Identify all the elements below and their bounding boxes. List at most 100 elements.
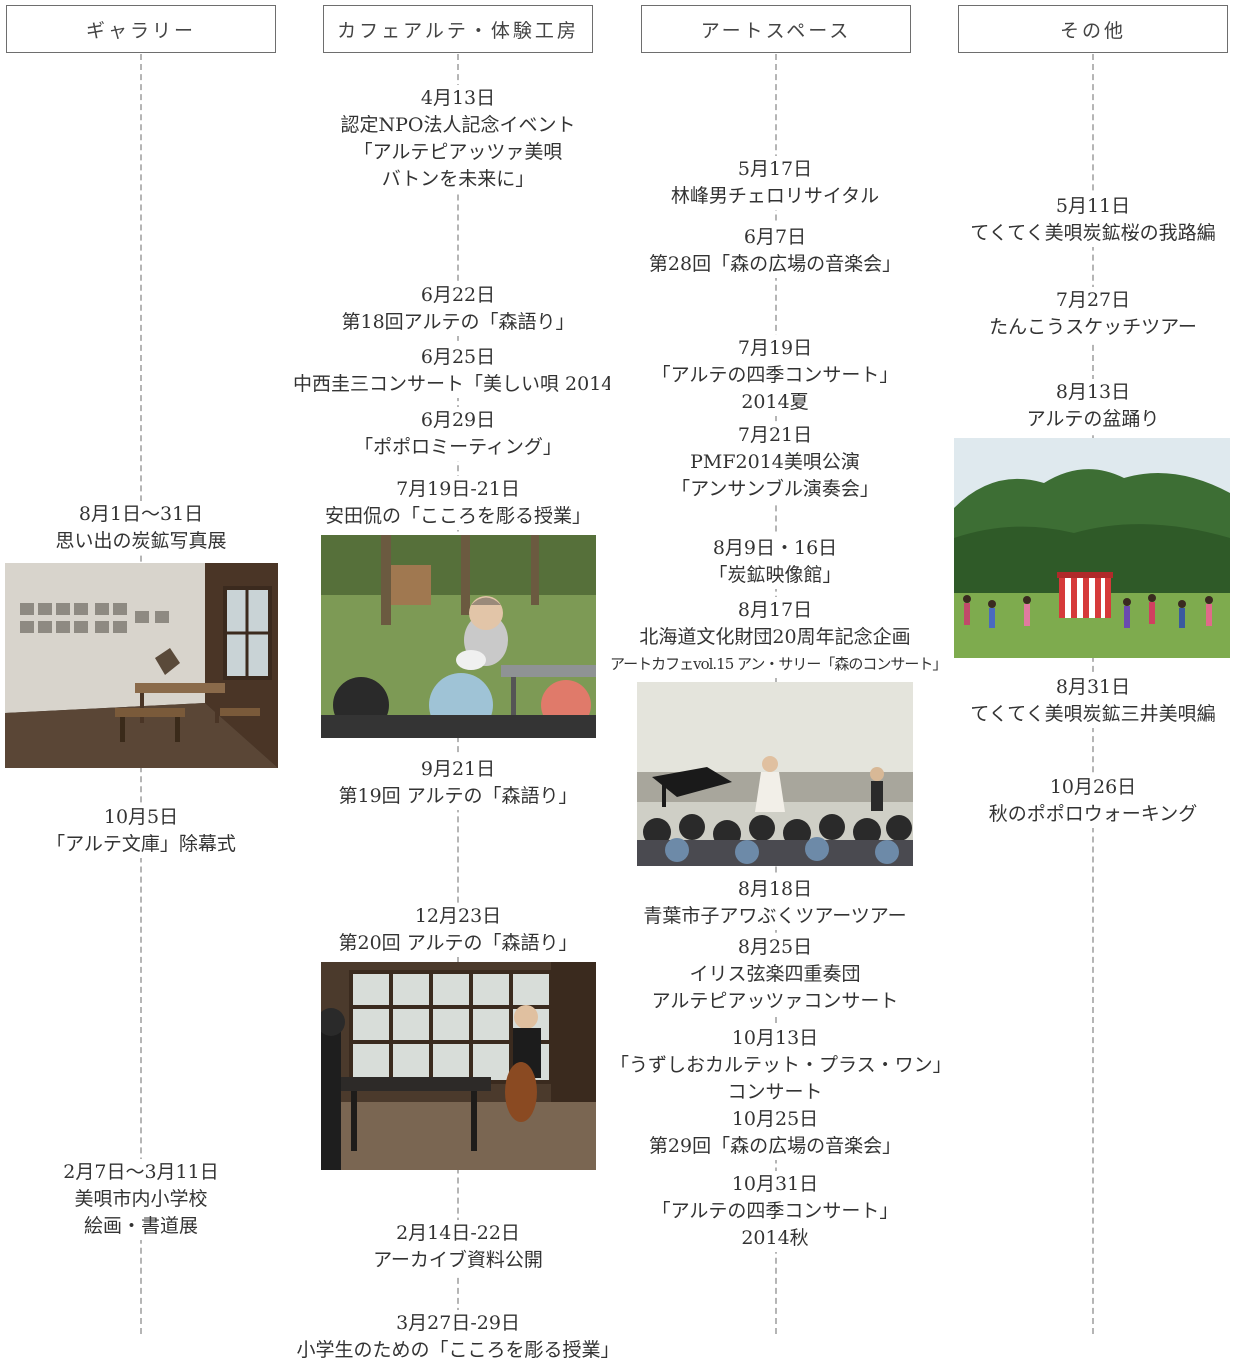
- event-title: 中西圭三コンサート「美しい唄 2014」: [293, 371, 632, 398]
- event-date: 8月31日: [928, 674, 1247, 701]
- event-date: 10月26日: [928, 774, 1247, 801]
- event-date: 8月18日: [610, 876, 940, 903]
- event-title: 「アルテピアッツァ美唄: [293, 139, 623, 166]
- event-title: 第29回「森の広場の音楽会」: [610, 1133, 940, 1160]
- cello-performance-photo: [321, 962, 596, 1170]
- artspace-event-mine-cinema: 8月9日・16日 「炭鉱映像館」: [610, 535, 940, 589]
- event-date: 7月27日: [928, 287, 1247, 314]
- event-title: 安田侃の「こころを彫る授業」: [293, 503, 623, 530]
- cafe-event-archive: 2月14日-22日 アーカイブ資料公開: [293, 1220, 623, 1274]
- event-date: 12月23日: [293, 903, 623, 930]
- event-title: 認定NPO法人記念イベント: [293, 112, 623, 139]
- event-date: 6月25日: [293, 344, 623, 371]
- cafe-event-sculpture-class: 7月19日-21日 安田侃の「こころを彫る授業」: [293, 476, 623, 530]
- header-artspace: アートスペース: [641, 5, 911, 53]
- event-date: 3月27日-29日: [293, 1310, 623, 1337]
- event-date: 6月22日: [293, 282, 623, 309]
- event-date: 7月21日: [610, 422, 940, 449]
- event-title: 「アンサンブル演奏会」: [610, 476, 940, 503]
- cafe-event-popolo: 6月29日 「ポポロミーティング」: [293, 407, 623, 461]
- event-title: 第20回 アルテの「森語り」: [293, 930, 623, 957]
- event-date: 10月25日: [610, 1106, 940, 1133]
- event-title: コンサート: [610, 1079, 940, 1106]
- event-date: 6月29日: [293, 407, 623, 434]
- artspace-event-seasons-autumn: 10月31日 「アルテの四季コンサート」 2014秋: [610, 1171, 940, 1252]
- gallery-room-photo: [5, 563, 278, 768]
- event-title: 「アルテの四季コンサート」: [610, 1198, 940, 1225]
- event-date: 5月11日: [928, 193, 1247, 220]
- event-date: 9月21日: [293, 756, 623, 783]
- event-title: アーカイブ資料公開: [293, 1247, 623, 1274]
- cafe-event-npo: 4月13日 認定NPO法人記念イベント 「アルテピアッツァ美唄 バトンを未来に」: [293, 85, 623, 193]
- event-title: 北海道文化財団20周年記念企画: [610, 624, 940, 651]
- artspace-event-cello-recital: 5月17日 林峰男チェロリサイタル: [610, 156, 940, 210]
- event-date: 8月9日・16日: [610, 535, 940, 562]
- event-title: アートカフェvol.15 アン・サリー「森のコンサート」: [610, 651, 947, 678]
- artspace-event-seasons-summer: 7月19日 「アルテの四季コンサート」 2014夏: [610, 335, 940, 416]
- other-event-tekuteku-ganji: 5月11日 てくてく美唄炭鉱桜の我路編: [928, 193, 1247, 247]
- header-other: その他: [958, 5, 1228, 53]
- event-date: 8月17日: [610, 597, 940, 624]
- event-title: てくてく美唄炭鉱桜の我路編: [928, 220, 1247, 247]
- event-title: 思い出の炭鉱写真展: [0, 528, 306, 555]
- event-title: 第18回アルテの「森語り」: [293, 309, 623, 336]
- other-event-popolo-walking: 10月26日 秋のポポロウォーキング: [928, 774, 1247, 828]
- event-date: 5月17日: [610, 156, 940, 183]
- event-title: バトンを未来に」: [293, 166, 623, 193]
- event-title: 青葉市子アワぶくツアーツアー: [610, 903, 940, 930]
- event-title: 美唄市内小学校: [0, 1186, 306, 1213]
- cafe-event-kids-sculpture: 3月27日-29日 小学生のための「こころを彫る授業」: [293, 1310, 623, 1364]
- event-title: 2014夏: [610, 389, 940, 416]
- bon-dance-photo: [954, 438, 1230, 658]
- event-title: 「アルテ文庫」除幕式: [0, 831, 306, 858]
- header-cafe: カフェアルテ・体験工房: [323, 5, 593, 53]
- event-date: 10月13日: [610, 1025, 940, 1052]
- event-date: 2月7日〜3月11日: [0, 1159, 306, 1186]
- event-title: PMF2014美唄公演: [610, 449, 940, 476]
- event-date: 8月1日〜31日: [0, 501, 306, 528]
- event-title: 秋のポポロウォーキング: [928, 801, 1247, 828]
- event-title: アルテの盆踊り: [928, 406, 1247, 433]
- other-event-bon-dance: 8月13日 アルテの盆踊り: [928, 379, 1247, 433]
- other-event-tekuteku-mitsui: 8月31日 てくてく美唄炭鉱三井美唄編: [928, 674, 1247, 728]
- event-date: 10月31日: [610, 1171, 940, 1198]
- event-title: アルテピアッツァコンサート: [610, 988, 940, 1015]
- event-title: 「アルテの四季コンサート」: [610, 362, 940, 389]
- gallery-event-school-art: 2月7日〜3月11日 美唄市内小学校 絵画・書道展: [0, 1159, 306, 1240]
- event-title: 林峰男チェロリサイタル: [610, 183, 940, 210]
- event-date: 4月13日: [293, 85, 623, 112]
- event-title: 「炭鉱映像館」: [610, 562, 940, 589]
- other-event-sketch-tour: 7月27日 たんこうスケッチツアー: [928, 287, 1247, 341]
- event-title: 第28回「森の広場の音楽会」: [610, 251, 940, 278]
- concert-hall-photo: [637, 682, 913, 866]
- cafe-event-mori-20: 12月23日 第20回 アルテの「森語り」: [293, 903, 623, 957]
- event-title: 絵画・書道展: [0, 1213, 306, 1240]
- gallery-event-photo-exhibit: 8月1日〜31日 思い出の炭鉱写真展: [0, 501, 306, 555]
- event-date: 7月19日-21日: [293, 476, 623, 503]
- artspace-event-aoba: 8月18日 青葉市子アワぶくツアーツアー: [610, 876, 940, 930]
- event-date: 6月7日: [610, 224, 940, 251]
- event-title: 第19回 アルテの「森語り」: [293, 783, 623, 810]
- event-title: 小学生のための「こころを彫る授業」: [293, 1337, 623, 1364]
- artspace-event-pmf: 7月21日 PMF2014美唄公演 「アンサンブル演奏会」: [610, 422, 940, 503]
- event-title: 「うずしおカルテット・プラス・ワン」: [610, 1052, 952, 1079]
- artspace-event-forest-concert-28: 6月7日 第28回「森の広場の音楽会」: [610, 224, 940, 278]
- event-date: 7月19日: [610, 335, 940, 362]
- event-title: たんこうスケッチツアー: [928, 314, 1247, 341]
- event-date: 8月25日: [610, 934, 940, 961]
- event-date: 2月14日-22日: [293, 1220, 623, 1247]
- header-gallery: ギャラリー: [6, 5, 276, 53]
- artspace-event-iris-quartet: 8月25日 イリス弦楽四重奏団 アルテピアッツァコンサート: [610, 934, 940, 1015]
- cafe-event-mori-18: 6月22日 第18回アルテの「森語り」: [293, 282, 623, 336]
- sculpture-class-photo: [321, 535, 596, 738]
- artspace-event-forest-concert-29: 10月25日 第29回「森の広場の音楽会」: [610, 1106, 940, 1160]
- event-title: てくてく美唄炭鉱三井美唄編: [928, 701, 1247, 728]
- event-date: 10月5日: [0, 804, 306, 831]
- cafe-event-nakanishi: 6月25日 中西圭三コンサート「美しい唄 2014」: [293, 344, 632, 398]
- artspace-event-uzushio: 10月13日 「うずしおカルテット・プラス・ワン」 コンサート: [610, 1025, 952, 1106]
- event-title: イリス弦楽四重奏団: [610, 961, 940, 988]
- artspace-event-20th-anniversary: 8月17日 北海道文化財団20周年記念企画 アートカフェvol.15 アン・サリ…: [610, 597, 947, 678]
- cafe-event-mori-19: 9月21日 第19回 アルテの「森語り」: [293, 756, 623, 810]
- event-title: 「ポポロミーティング」: [293, 434, 623, 461]
- gallery-event-library: 10月5日 「アルテ文庫」除幕式: [0, 804, 306, 858]
